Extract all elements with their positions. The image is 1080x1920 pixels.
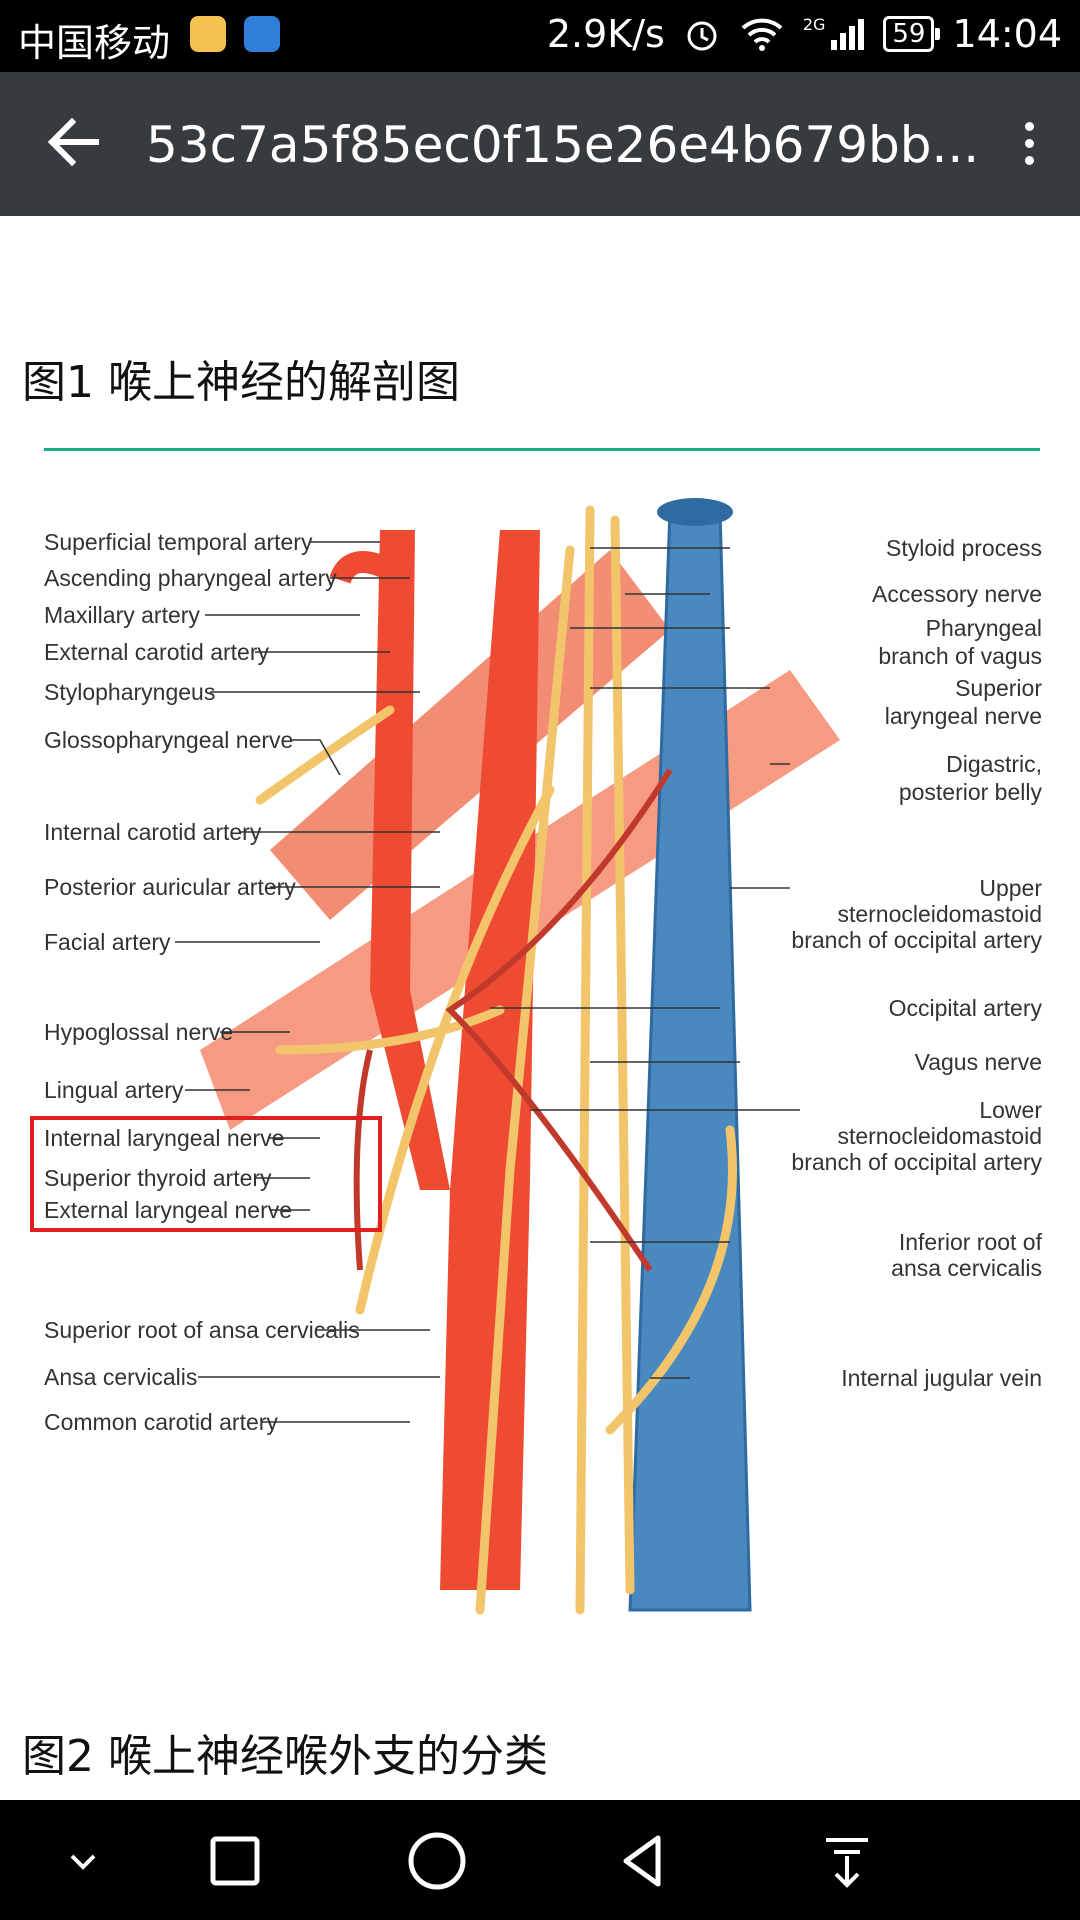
- label-left-8: Posterior auricular artery: [44, 874, 296, 900]
- label-left-6: Glossopharyngeal nerve: [44, 727, 293, 753]
- page-title: 53c7a5f85ec0f15e26e4b679bb...: [146, 116, 980, 174]
- label-right-2: Accessory nerve: [872, 581, 1042, 607]
- right-leader-lines: [490, 547, 800, 1379]
- label-right-9b: sternocleidomastoid: [837, 1123, 1042, 1149]
- label-left-1: Superficial temporal artery: [44, 529, 313, 555]
- alarm-icon: [687, 21, 717, 51]
- carotid-artery: [440, 530, 540, 1590]
- label-left-12: Internal laryngeal nerve: [44, 1125, 284, 1151]
- label-left-2: Ascending pharyngeal artery: [44, 565, 337, 591]
- label-right-6c: branch of occipital artery: [791, 927, 1042, 953]
- label-left-15: Superior root of ansa cervicalis: [44, 1317, 360, 1343]
- figure2-caption: 图2 喉上神经喉外支的分类: [22, 1731, 548, 1782]
- label-left-9: Facial artery: [44, 929, 171, 955]
- label-right-11: Internal jugular vein: [841, 1365, 1042, 1391]
- network-type-badge: 2G: [802, 14, 826, 34]
- jugular-vein: [628, 508, 752, 1612]
- right-labels: Styloid process Accessory nerve Pharynge…: [791, 535, 1042, 1391]
- status-bar: 中国移动 2.9K/s 2G 59 14:04: [0, 0, 1080, 72]
- label-right-10a: Inferior root of: [899, 1229, 1043, 1255]
- carrier-name: 中国移动: [18, 21, 171, 65]
- divider: [44, 448, 1040, 451]
- highlight-box: [30, 1116, 382, 1232]
- chevron-down-icon[interactable]: [48, 1826, 118, 1896]
- app-notification-icon-2: [244, 16, 280, 52]
- label-right-8: Vagus nerve: [915, 1049, 1042, 1075]
- wifi-icon: [741, 18, 783, 51]
- label-left-7: Internal carotid artery: [44, 819, 262, 845]
- label-left-4: External carotid artery: [44, 639, 269, 665]
- label-left-16: Ansa cervicalis: [44, 1364, 197, 1390]
- back-arrow-icon[interactable]: [44, 112, 104, 172]
- label-right-6a: Upper: [979, 875, 1042, 901]
- anatomy-figure: Superficial temporal artery Ascending ph…: [30, 498, 1043, 1615]
- home-circle-icon[interactable]: [402, 1826, 472, 1896]
- app-notification-icon: [190, 16, 226, 52]
- label-right-3b: branch of vagus: [878, 643, 1042, 669]
- label-left-13: Superior thyroid artery: [44, 1165, 272, 1191]
- label-right-4a: Superior: [955, 675, 1042, 701]
- label-right-5b: posterior belly: [899, 779, 1043, 805]
- label-right-3a: Pharyngeal: [926, 615, 1042, 641]
- label-right-1: Styloid process: [886, 535, 1042, 561]
- notification-pull-icon[interactable]: [812, 1826, 882, 1896]
- network-speed: 2.9K/s: [546, 12, 665, 56]
- label-left-10: Hypoglossal nerve: [44, 1019, 233, 1045]
- back-triangle-icon[interactable]: [608, 1826, 678, 1896]
- app-toolbar: 53c7a5f85ec0f15e26e4b679bb...: [0, 72, 1080, 216]
- label-right-9a: Lower: [979, 1097, 1042, 1123]
- figure1-caption: 图1 喉上神经的解剖图: [22, 357, 460, 408]
- status-right: 2.9K/s 2G 59 14:04: [547, 12, 1062, 56]
- battery-icon: 59: [883, 16, 941, 52]
- overflow-menu-icon[interactable]: [1014, 116, 1044, 176]
- label-left-5: Stylopharyngeus: [44, 679, 215, 705]
- label-right-7: Occipital artery: [889, 995, 1043, 1021]
- external-carotid: [370, 530, 450, 1190]
- system-nav-bar: [0, 1800, 1080, 1920]
- clock: 14:04: [952, 12, 1062, 56]
- label-right-4b: laryngeal nerve: [885, 703, 1042, 729]
- signal-icon: [831, 19, 865, 50]
- label-left-11: Lingual artery: [44, 1077, 184, 1103]
- label-left-17: Common carotid artery: [44, 1409, 278, 1435]
- left-leader-lines: [175, 541, 440, 1423]
- label-right-9c: branch of occipital artery: [791, 1149, 1042, 1175]
- label-right-10b: ansa cervicalis: [891, 1255, 1042, 1281]
- left-labels: Superficial temporal artery Ascending ph…: [44, 529, 360, 1435]
- label-right-6b: sternocleidomastoid: [837, 901, 1042, 927]
- label-left-3: Maxillary artery: [44, 602, 200, 628]
- recents-square-icon[interactable]: [200, 1826, 270, 1896]
- label-left-14: External laryngeal nerve: [44, 1197, 292, 1223]
- label-right-5a: Digastric,: [946, 751, 1042, 777]
